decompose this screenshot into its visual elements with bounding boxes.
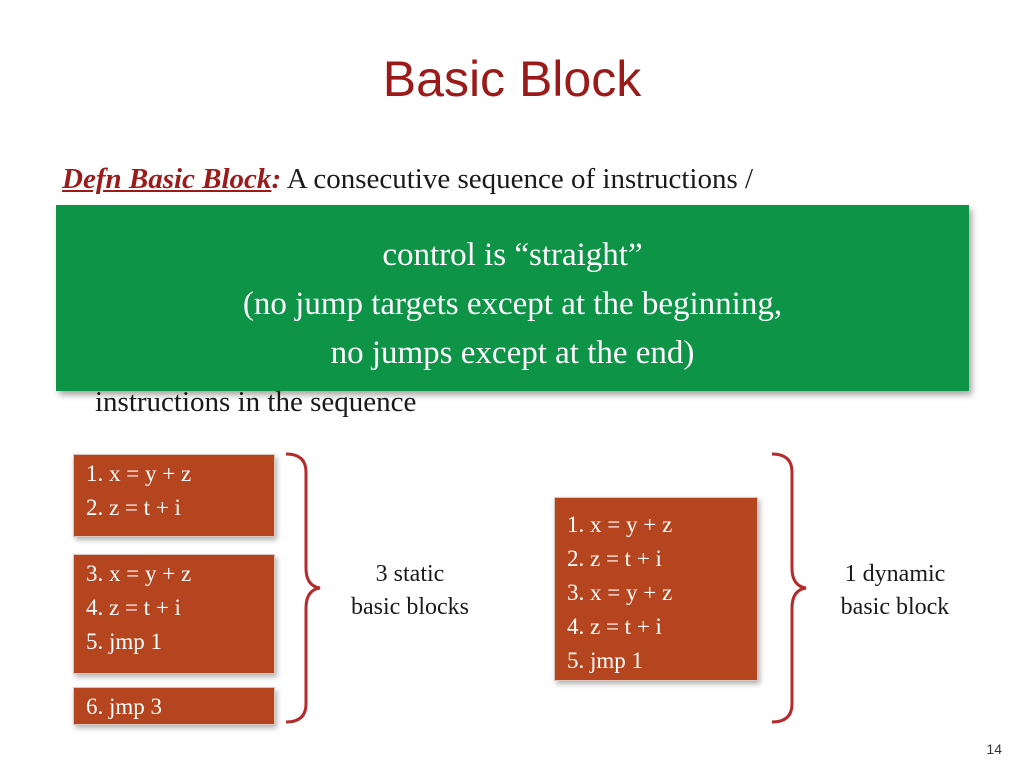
instruction-line: 4. z = t + i <box>567 614 662 639</box>
static-block-1: 1. x = y + z 2. z = t + i <box>73 454 275 537</box>
dynamic-label-line: 1 dynamic <box>844 561 946 587</box>
instruction-line: 6. jmp 3 <box>86 694 163 719</box>
instruction-line: 5. jmp 1 <box>567 648 644 673</box>
definition-text: A consecutive sequence of instructions / <box>281 163 754 195</box>
instruction-line: 1. x = y + z <box>567 512 673 537</box>
static-brace-icon <box>285 452 321 724</box>
dynamic-label: 1 dynamic basic block <box>814 558 976 624</box>
instruction-line: 4. z = t + i <box>86 595 181 620</box>
instruction-line: 5. jmp 1 <box>86 629 163 654</box>
instruction-line: 3. x = y + z <box>86 561 192 586</box>
slide-title: Basic Block <box>382 51 642 107</box>
dynamic-block: 1. x = y + z 2. z = t + i 3. x = y + z 4… <box>554 497 758 681</box>
dynamic-brace-icon <box>771 452 807 724</box>
static-label-line: basic blocks <box>351 594 469 620</box>
instruction-line: 2. z = t + i <box>86 495 181 520</box>
dynamic-label-line: basic block <box>840 594 950 620</box>
static-label-line: 3 static <box>375 561 445 587</box>
static-block-2: 3. x = y + z 4. z = t + i 5. jmp 1 <box>73 554 275 674</box>
static-block-3: 6. jmp 3 <box>73 687 275 725</box>
definition-colon: : <box>271 163 282 195</box>
definition-line: Defn Basic Block: A consecutive sequence… <box>62 163 753 196</box>
instruction-line: 2. z = t + i <box>567 546 662 571</box>
callout-line: control is “straight” <box>382 237 643 273</box>
static-label: 3 static basic blocks <box>330 558 490 624</box>
callout-box: control is “straight” (no jump targets e… <box>56 205 969 391</box>
page-number: 14 <box>986 741 1002 757</box>
callout-line: (no jump targets except at the beginning… <box>242 286 783 322</box>
definition-term: Defn Basic Block <box>62 163 272 195</box>
definition-tail: instructions in the sequence <box>95 386 417 418</box>
callout-line: no jumps except at the end) <box>330 335 695 371</box>
instruction-line: 3. x = y + z <box>567 580 673 605</box>
instruction-line: 1. x = y + z <box>86 461 192 486</box>
